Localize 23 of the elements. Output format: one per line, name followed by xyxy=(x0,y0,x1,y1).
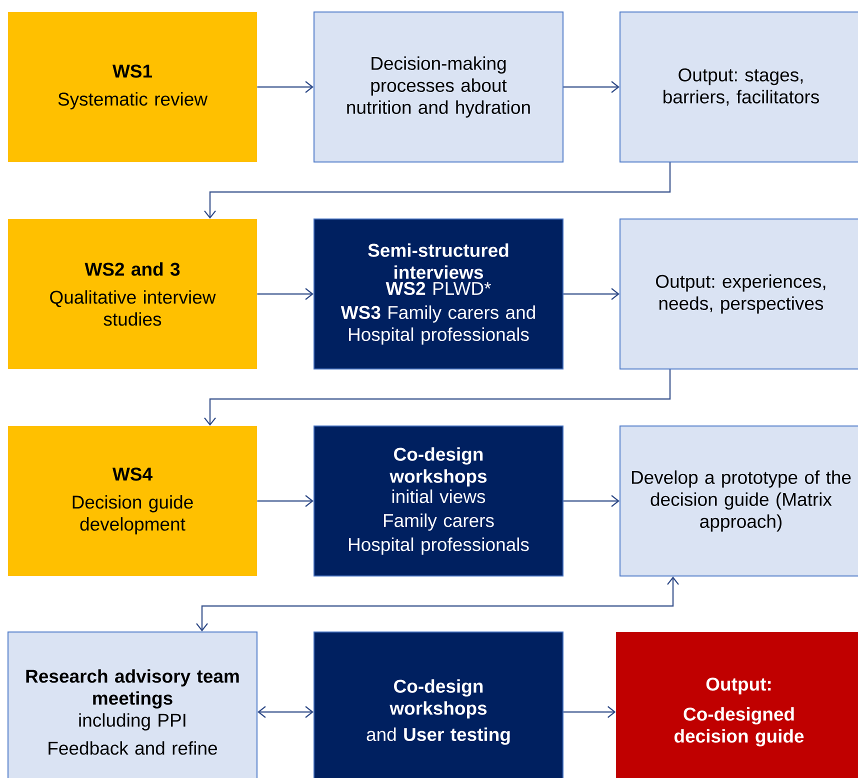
method-box: Semi-structured interviews WS2 PLWD* WS3 Family carers and Hospital professionals xyxy=(314,218,564,370)
arrow xyxy=(196,576,679,632)
workstream-box: WS2 and 3 Qualitative interview studies xyxy=(8,219,257,369)
output-box: Output: experiences, needs, perspectives xyxy=(620,218,858,370)
arrow xyxy=(204,162,671,219)
arrow xyxy=(204,370,671,426)
method-box: Co-design workshops and User testing xyxy=(314,632,564,778)
arrow xyxy=(564,81,620,93)
arrow xyxy=(258,706,314,718)
workstream-box: WS1 Systematic review xyxy=(8,12,257,162)
arrow xyxy=(564,706,616,718)
output-box: Output: stages, barriers, facilitators xyxy=(620,12,858,162)
process-box: Decision-making processes about nutrition and hydration xyxy=(314,12,564,162)
method-box: Co-design workshops initial views Family carers Hospital professionals xyxy=(314,426,564,576)
arrow xyxy=(257,81,314,93)
process-box: Develop a prototype of the decision guide (Matrix approach) xyxy=(620,426,858,576)
arrow xyxy=(257,495,314,507)
workstream-box: WS4 Decision guide development xyxy=(8,426,257,576)
arrow xyxy=(564,495,620,507)
arrow xyxy=(564,288,620,300)
arrow xyxy=(257,288,314,300)
output-box: Output: Co-designed decision guide xyxy=(616,632,858,778)
meeting-box: Research advisory team meetings including PPI Feedback and refine xyxy=(8,632,258,778)
